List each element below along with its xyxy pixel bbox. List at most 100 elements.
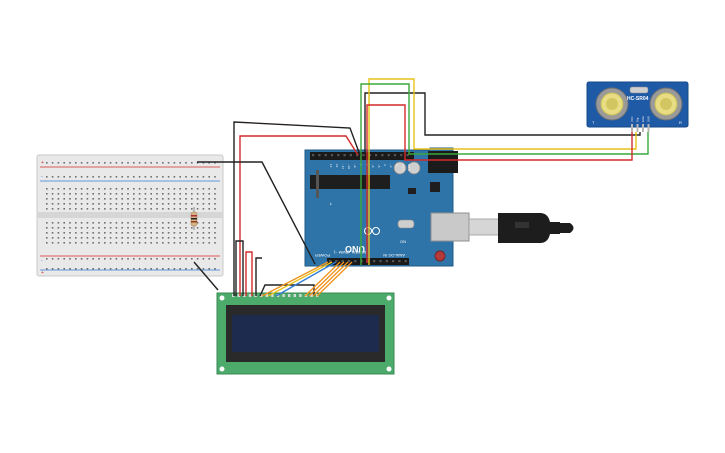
breadboard-hole bbox=[156, 227, 158, 229]
digital-pin[interactable] bbox=[343, 154, 346, 157]
breadboard-hole bbox=[86, 208, 89, 210]
breadboard-hole bbox=[109, 222, 112, 224]
lcd-pin[interactable] bbox=[299, 294, 302, 297]
digital-pin[interactable] bbox=[375, 154, 378, 157]
breadboard-hole bbox=[75, 203, 77, 205]
sensor-pin[interactable] bbox=[636, 124, 639, 132]
breadboard-hole bbox=[109, 193, 112, 195]
digital-pin[interactable] bbox=[356, 154, 359, 157]
breadboard-hole bbox=[208, 242, 210, 244]
breadboard-hole bbox=[202, 222, 205, 224]
digital-pin[interactable] bbox=[387, 154, 390, 157]
lcd-pin[interactable] bbox=[265, 294, 268, 297]
lcd-pin[interactable] bbox=[248, 294, 252, 297]
digital-pin[interactable] bbox=[337, 154, 340, 157]
breadboard-hole bbox=[80, 176, 83, 178]
breadboard-hole bbox=[51, 188, 54, 190]
breadboard-hole bbox=[63, 268, 65, 270]
power-analog-pin[interactable] bbox=[347, 260, 351, 263]
digital-pin[interactable] bbox=[362, 154, 365, 157]
power-analog-pin[interactable] bbox=[398, 260, 401, 263]
power-analog-pin[interactable] bbox=[354, 260, 357, 263]
digital-pin-label: ~11 bbox=[341, 164, 345, 169]
power-analog-pin[interactable] bbox=[404, 260, 407, 263]
breadboard-hole bbox=[92, 232, 94, 234]
breadboard-hole bbox=[104, 162, 106, 164]
breadboard-hole bbox=[150, 237, 152, 239]
breadboard-hole bbox=[144, 237, 147, 239]
breadboard-hole bbox=[191, 242, 193, 244]
breadboard-hole bbox=[92, 188, 94, 190]
breadboard-hole bbox=[138, 227, 141, 229]
breadboard-hole bbox=[214, 176, 216, 178]
resistor[interactable] bbox=[190, 207, 198, 230]
breadboard-hole bbox=[162, 232, 164, 234]
breadboard[interactable]: + - - + bbox=[36, 154, 224, 277]
breadboard-hole bbox=[92, 176, 94, 178]
power-analog-pin[interactable] bbox=[379, 260, 382, 263]
breadboard-hole bbox=[86, 242, 89, 244]
digital-pin[interactable] bbox=[393, 154, 397, 157]
lcd-pin[interactable] bbox=[232, 294, 235, 297]
bb-marker-plus-bottom: + bbox=[41, 270, 44, 276]
bb-marker-plus-top: + bbox=[41, 160, 44, 166]
power-analog-pin[interactable] bbox=[335, 260, 338, 263]
digital-pin[interactable] bbox=[318, 154, 321, 157]
lcd-pin[interactable] bbox=[271, 294, 274, 297]
breadboard-hole bbox=[51, 232, 54, 234]
breadboard-hole bbox=[196, 162, 199, 164]
sensor-pin[interactable] bbox=[642, 124, 644, 132]
digital-label: DIGITAL (PWM ~) bbox=[333, 250, 366, 255]
breadboard-hole bbox=[133, 237, 135, 239]
lcd-pin[interactable] bbox=[288, 294, 291, 297]
power-analog-pin[interactable] bbox=[373, 260, 376, 263]
breadboard-hole bbox=[202, 162, 205, 164]
breadboard-hole bbox=[133, 227, 135, 229]
sensor-pin[interactable] bbox=[631, 124, 633, 132]
arduino-uno[interactable]: UNO DIGITAL (PWM ~) POWER ANALOG IN ON L… bbox=[304, 147, 470, 267]
sensor-pin[interactable] bbox=[647, 124, 650, 132]
breadboard-hole bbox=[208, 188, 210, 190]
lcd-pin[interactable] bbox=[237, 294, 240, 297]
lcd-pin[interactable] bbox=[293, 294, 296, 297]
lcd-16x2[interactable] bbox=[216, 292, 395, 375]
breadboard-hole bbox=[69, 268, 71, 270]
breadboard-hole bbox=[127, 193, 129, 195]
digital-pin[interactable] bbox=[324, 154, 327, 157]
wire-red bbox=[245, 251, 253, 296]
power-analog-pin[interactable] bbox=[329, 260, 332, 263]
breadboard-hole bbox=[86, 268, 89, 270]
digital-pin[interactable] bbox=[406, 154, 409, 157]
breadboard-hole bbox=[191, 203, 193, 205]
power-analog-pin[interactable] bbox=[366, 260, 369, 263]
lcd-pin[interactable] bbox=[243, 294, 246, 297]
lcd-pin[interactable] bbox=[260, 294, 263, 297]
breadboard-hole bbox=[80, 188, 83, 190]
digital-pin[interactable] bbox=[381, 154, 384, 157]
breadboard-hole bbox=[121, 237, 123, 239]
lcd-pin[interactable] bbox=[310, 294, 313, 297]
wire-black bbox=[197, 161, 316, 265]
power-analog-pin[interactable] bbox=[385, 260, 388, 263]
digital-pin[interactable] bbox=[400, 154, 403, 157]
breadboard-hole bbox=[69, 162, 71, 164]
power-analog-pin[interactable] bbox=[392, 260, 395, 263]
lcd-pin[interactable] bbox=[282, 294, 285, 297]
breadboard-hole bbox=[115, 222, 118, 224]
breadboard-hole bbox=[202, 227, 205, 229]
breadboard-hole bbox=[121, 242, 123, 244]
power-analog-pin[interactable] bbox=[341, 260, 344, 263]
digital-pin[interactable] bbox=[368, 154, 371, 157]
digital-pin[interactable] bbox=[349, 154, 352, 157]
digital-pin[interactable] bbox=[330, 154, 334, 157]
breadboard-hole bbox=[98, 227, 100, 229]
breadboard-hole bbox=[98, 208, 100, 210]
wire-yellow bbox=[267, 261, 333, 297]
usb-cable[interactable] bbox=[468, 213, 574, 243]
breadboard-hole bbox=[75, 258, 77, 260]
breadboard-hole bbox=[191, 162, 193, 164]
reset-button[interactable] bbox=[434, 250, 446, 262]
breadboard-hole bbox=[69, 258, 71, 260]
digital-pin[interactable] bbox=[312, 154, 315, 157]
